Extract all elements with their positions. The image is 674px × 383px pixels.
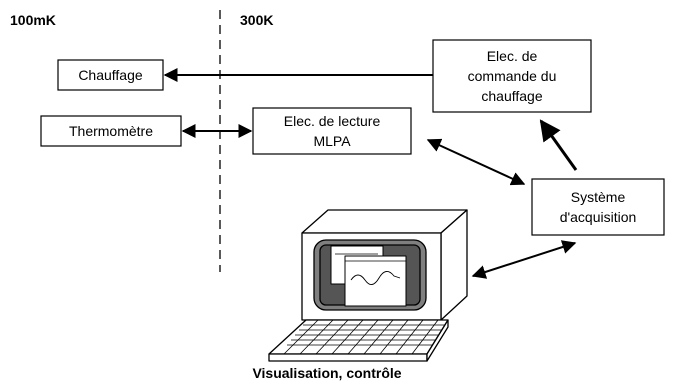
arrow-acquisition-to-control <box>539 119 578 171</box>
warm-zone-label: 300K <box>240 12 273 28</box>
acquisition-system-box: Système d'acquisition <box>531 178 665 236</box>
heater-control-line-3: chauffage <box>481 88 542 104</box>
thermometer-box: Thermomètre <box>40 115 182 147</box>
readout-electronics-box: Elec. de lecture MLPA <box>252 107 412 155</box>
arrow-computer-acquisition <box>471 240 577 279</box>
thermometer-label: Thermomètre <box>69 123 153 139</box>
computer-icon <box>268 209 468 362</box>
computer-caption: Visualisation, contrôle <box>252 365 401 381</box>
readout-electronics-line-2: MLPA <box>313 133 351 149</box>
heater-control-line-1: Elec. de <box>487 48 538 64</box>
acquisition-system-line-1: Système <box>571 189 626 205</box>
heater-control-box: Elec. de commande du chauffage <box>432 39 592 113</box>
heater-box: Chauffage <box>57 59 164 91</box>
heater-label: Chauffage <box>78 67 143 83</box>
readout-electronics-line-1: Elec. de lecture <box>284 113 381 129</box>
acquisition-system-line-2: d'acquisition <box>560 209 637 225</box>
arrow-readout-acquisition <box>426 138 526 186</box>
heater-control-line-2: commande du <box>468 68 557 84</box>
cold-zone-label: 100mK <box>10 12 56 28</box>
